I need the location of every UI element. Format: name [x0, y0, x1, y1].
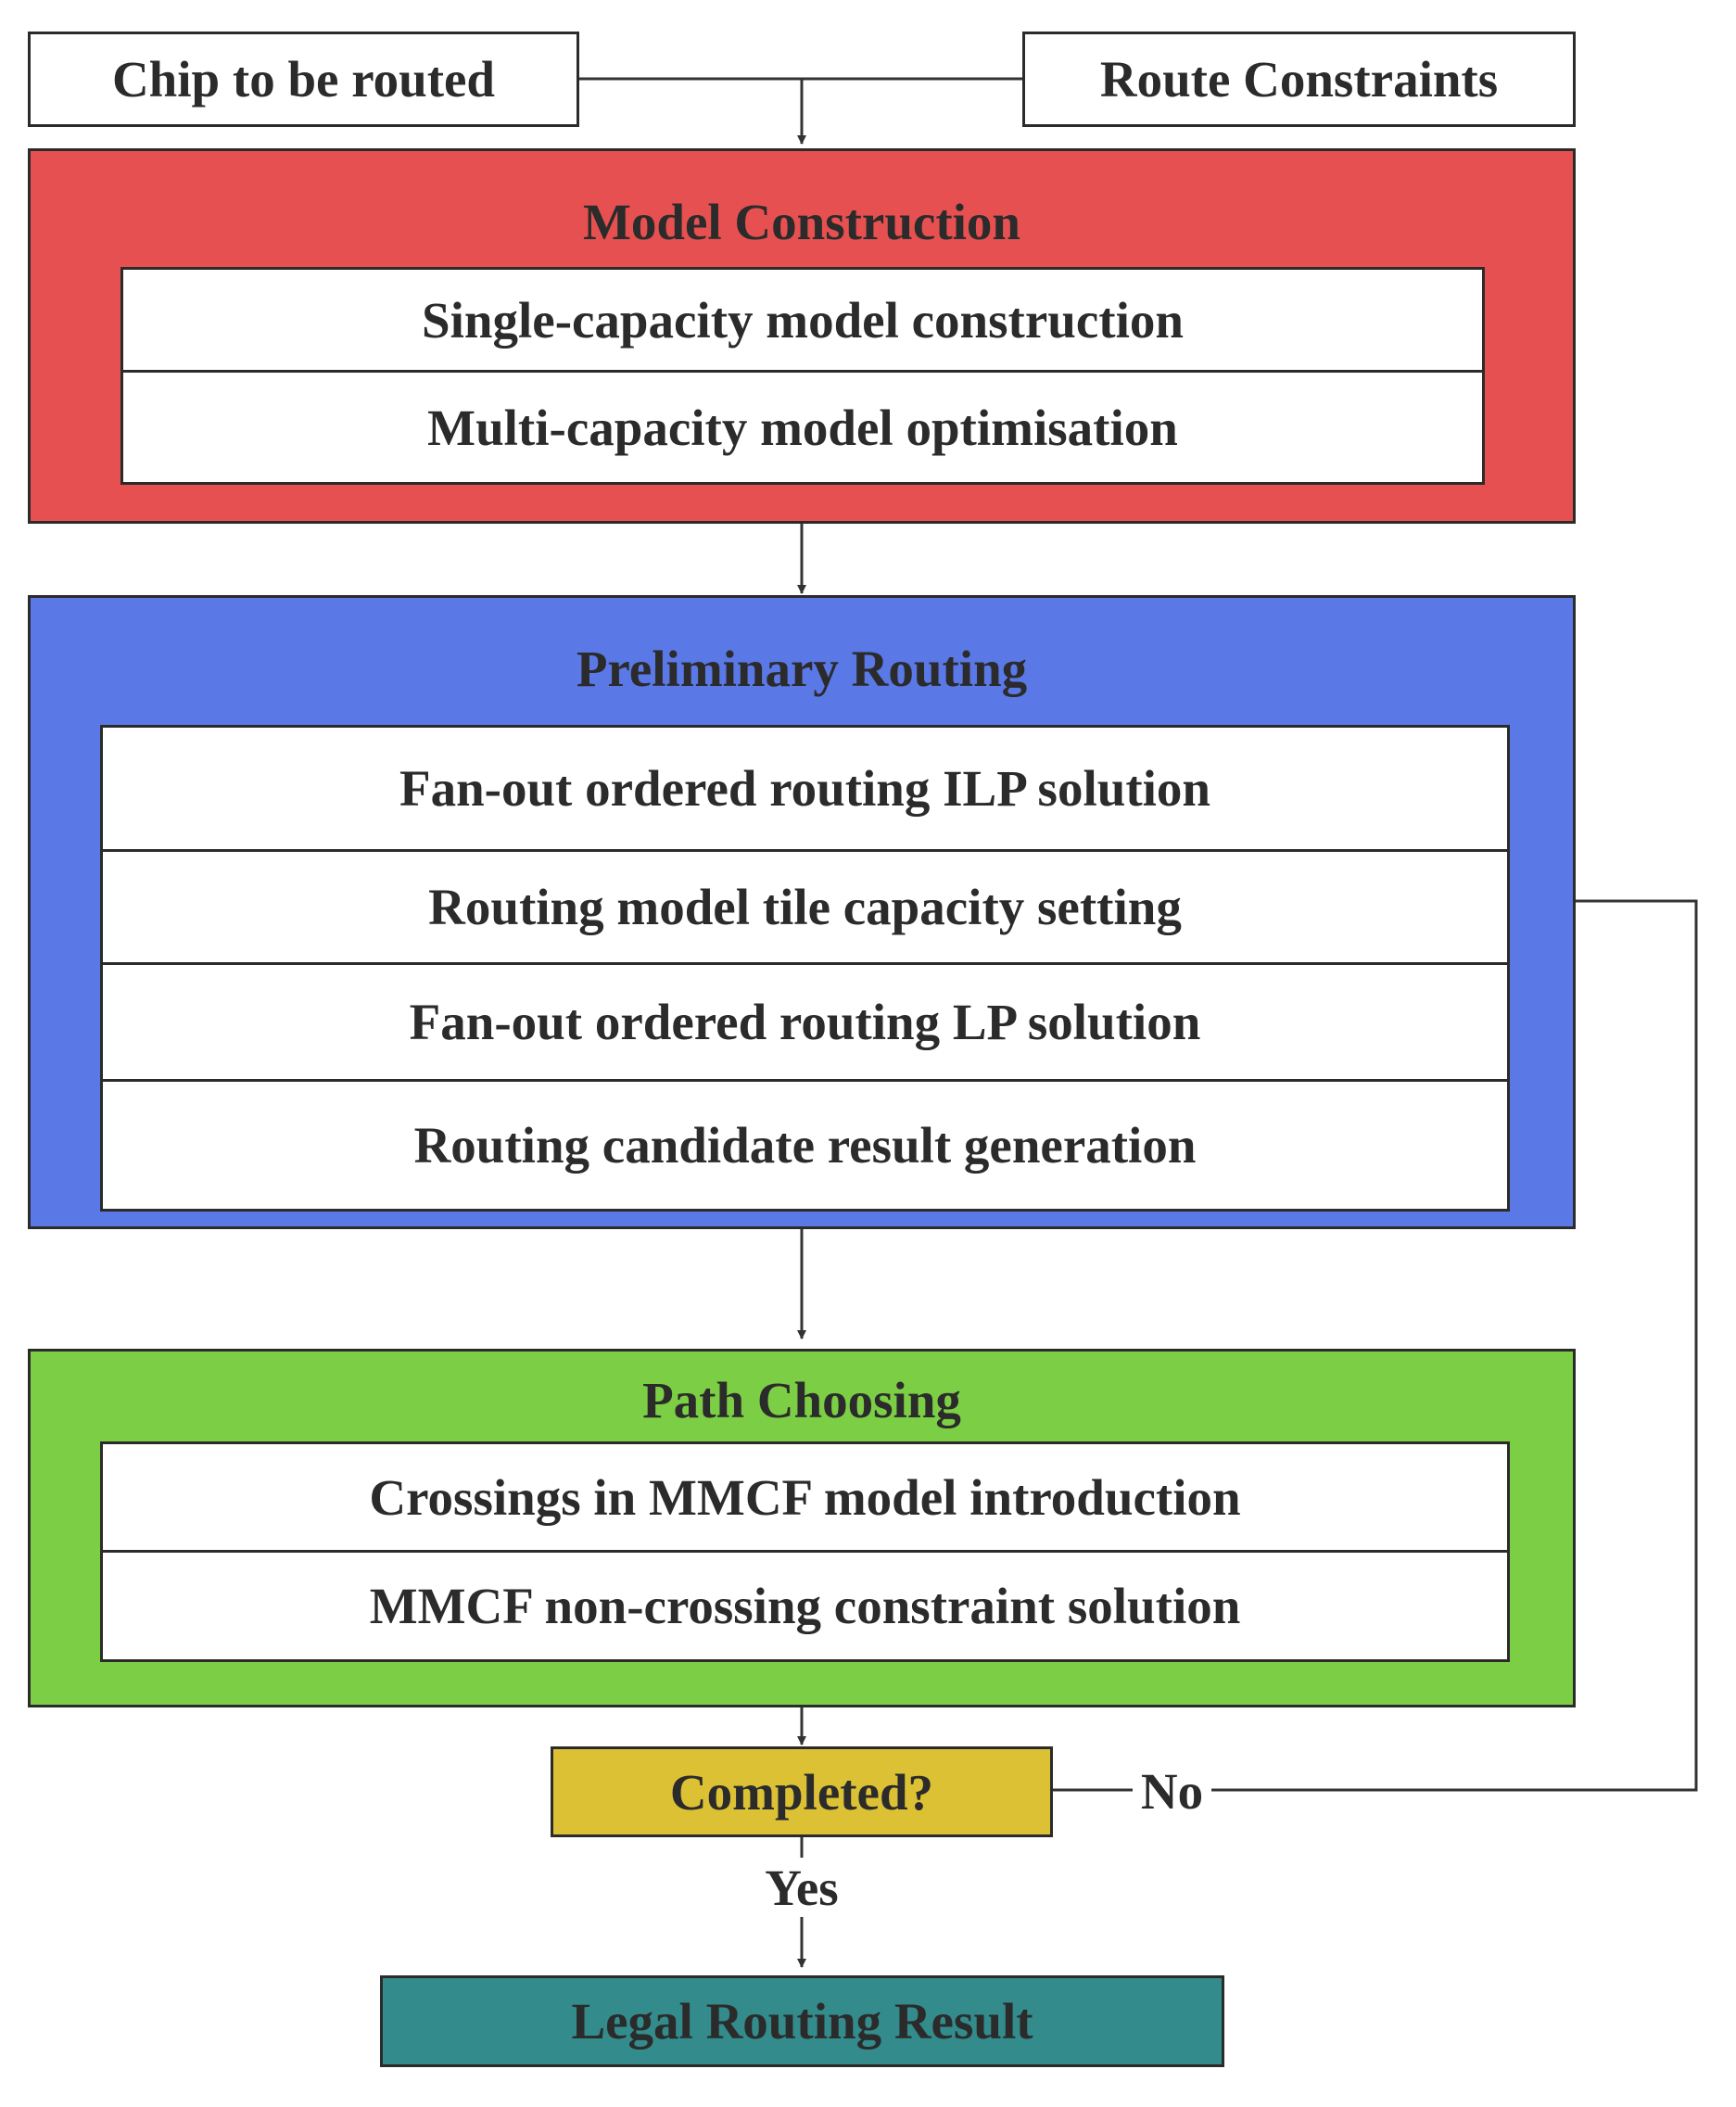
constraints-input-box: Route Constraints [1022, 32, 1576, 127]
step-lp-solution: Fan-out ordered routing LP solution [103, 962, 1507, 1079]
constraints-input-label: Route Constraints [1099, 51, 1499, 108]
preliminary-routing-steps: Fan-out ordered routing ILP solution Rou… [100, 725, 1510, 1212]
completed-decision-box: Completed? [551, 1746, 1053, 1837]
chip-input-label: Chip to be routed [111, 51, 496, 108]
completed-label: Completed? [669, 1763, 934, 1821]
model-construction-panel: Model Construction Single-capacity model… [28, 148, 1576, 524]
chip-input-box: Chip to be routed [28, 32, 579, 127]
step-multi-capacity: Multi-capacity model optimisation [123, 370, 1482, 482]
model-construction-title: Model Construction [582, 194, 1021, 250]
step-candidate-generation: Routing candidate result generation [103, 1079, 1507, 1209]
legal-routing-result-label: Legal Routing Result [571, 1993, 1033, 2050]
model-construction-steps: Single-capacity model construction Multi… [120, 267, 1485, 485]
path-choosing-steps: Crossings in MMCF model introduction MMC… [100, 1441, 1510, 1662]
preliminary-routing-title: Preliminary Routing [576, 641, 1028, 697]
path-choosing-panel: Path Choosing Crossings in MMCF model in… [28, 1349, 1576, 1707]
no-label: No [1133, 1761, 1211, 1821]
step-crossings-introduction: Crossings in MMCF model introduction [369, 1468, 1241, 1526]
preliminary-routing-panel: Preliminary Routing Fan-out ordered rout… [28, 595, 1576, 1229]
step-single-capacity: Single-capacity model construction [422, 291, 1184, 349]
step-tile-capacity: Routing model tile capacity setting [103, 849, 1507, 962]
path-choosing-title: Path Choosing [642, 1372, 961, 1428]
legal-routing-result-box: Legal Routing Result [380, 1975, 1224, 2067]
yes-label: Yes [755, 1858, 848, 1917]
step-non-crossing-solution: MMCF non-crossing constraint solution [103, 1550, 1507, 1659]
step-ilp-solution: Fan-out ordered routing ILP solution [399, 760, 1211, 817]
no-loop-return [1207, 896, 1698, 1792]
